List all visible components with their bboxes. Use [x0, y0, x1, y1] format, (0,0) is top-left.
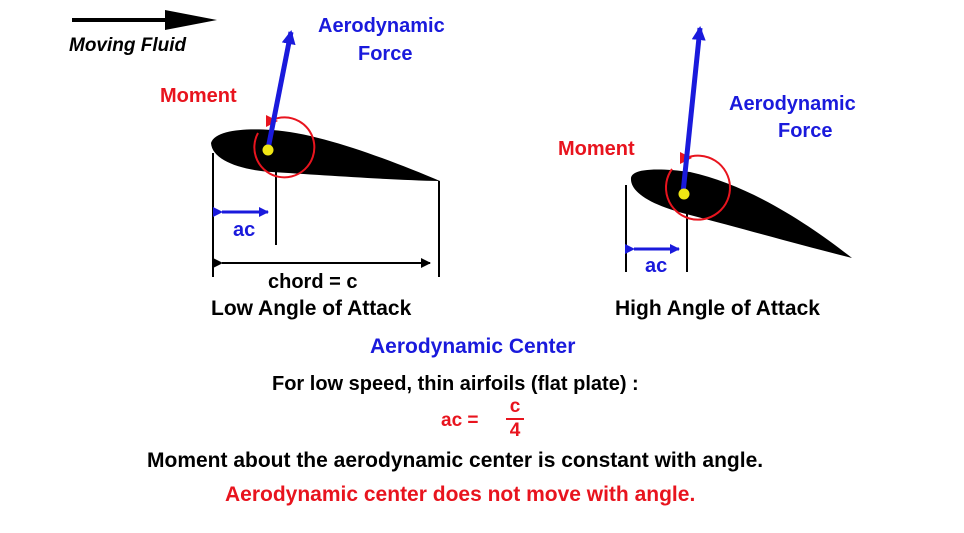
statement-ac-fixed: Aerodynamic center does not move with an… [225, 483, 696, 506]
left-force-label-line1: Aerodynamic [318, 15, 445, 37]
subheading-low-speed: For low speed, thin airfoils (flat plate… [272, 373, 639, 395]
chord-label: chord = c [268, 271, 358, 293]
left-force-label-line2: Force [358, 43, 413, 65]
statement-moment-constant: Moment about the aerodynamic center is c… [147, 449, 764, 472]
formula-fraction: c 4 [506, 397, 524, 441]
right-ac-point [678, 188, 690, 200]
formula-denominator: 4 [509, 420, 521, 441]
right-ac-label: ac [645, 255, 668, 277]
airfoil-low-angle [211, 129, 440, 181]
right-force-label-line1: Aerodynamic [729, 93, 856, 115]
heading-aerodynamic-center: Aerodynamic Center [370, 335, 576, 358]
right-moment-label: Moment [558, 138, 635, 160]
right-force-label-line2: Force [778, 120, 833, 142]
fraction-bar [506, 418, 524, 420]
moving-fluid-arrow [72, 10, 217, 30]
left-ac-point [262, 144, 274, 156]
moving-fluid-label: Moving Fluid [69, 35, 187, 56]
left-moment-label: Moment [160, 85, 237, 107]
left-ac-label: ac [233, 219, 256, 241]
low-angle-label: Low Angle of Attack [211, 297, 412, 320]
high-angle-label: High Angle of Attack [615, 297, 820, 320]
formula-lhs: ac = [441, 410, 479, 431]
left-force-arrow [265, 30, 296, 150]
airfoil-high-angle [630, 169, 852, 258]
right-force-arrow [680, 26, 706, 194]
formula-numerator: c [509, 396, 521, 417]
